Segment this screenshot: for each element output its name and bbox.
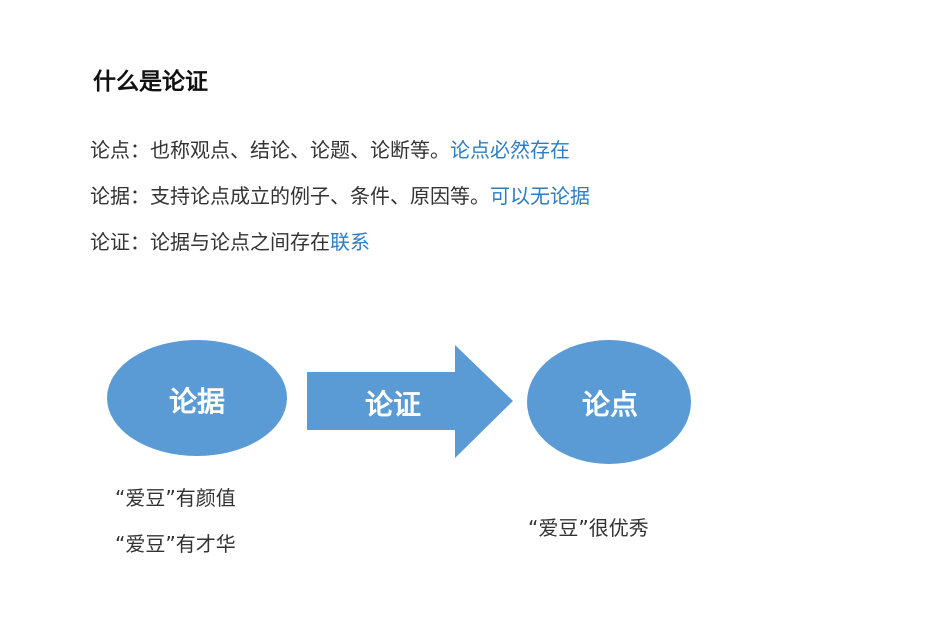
claim-ellipse bbox=[527, 340, 691, 464]
arrow-shape bbox=[307, 345, 513, 458]
claim-label: 论点 bbox=[581, 388, 639, 421]
definition-line-evidence: 论据：支持论点成立的例子、条件、原因等。可以无论据 bbox=[90, 180, 590, 209]
evidence-ellipse bbox=[107, 340, 287, 456]
slide-title: 什么是论证 bbox=[93, 69, 208, 95]
definition-line-claim: 论点：也称观点、结论、论题、论断等。论点必然存在 bbox=[90, 134, 570, 163]
evidence-caption-2: “爱豆”有才华 bbox=[115, 532, 236, 556]
line-text: 支持论点成立的例子、条件、原因等。 bbox=[150, 184, 490, 208]
line-label: 论点： bbox=[90, 138, 150, 162]
line-text: 也称观点、结论、论题、论断等。 bbox=[150, 138, 450, 162]
line-highlight: 论点必然存在 bbox=[450, 138, 570, 162]
line-label: 论据： bbox=[90, 184, 150, 208]
evidence-caption-1: “爱豆”有颜值 bbox=[115, 486, 236, 510]
definition-line-argumentation: 论证：论据与论点之间存在联系 bbox=[90, 226, 370, 255]
evidence-label: 论据 bbox=[168, 385, 226, 418]
line-highlight: 可以无论据 bbox=[490, 184, 590, 208]
line-text: 论据与论点之间存在 bbox=[150, 230, 330, 254]
line-highlight: 联系 bbox=[330, 230, 370, 254]
argumentation-label: 论证 bbox=[364, 388, 422, 421]
claim-caption: “爱豆”很优秀 bbox=[528, 516, 649, 540]
line-label: 论证： bbox=[90, 230, 150, 254]
